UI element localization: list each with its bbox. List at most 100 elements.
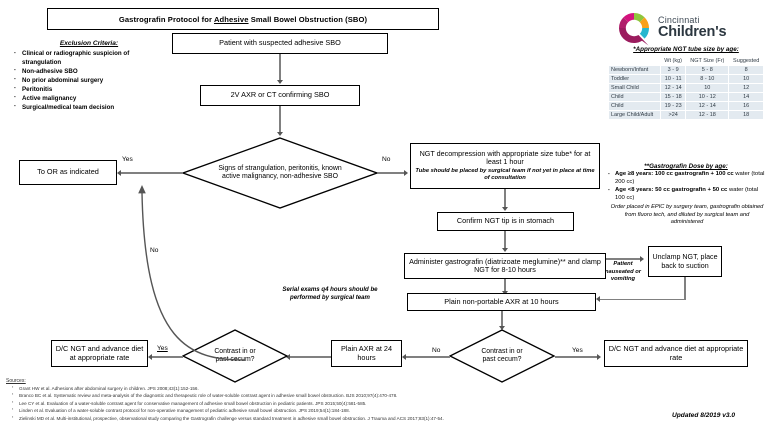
node-label: Plain AXR at 24 hours [340, 343, 393, 362]
node-label: NGT decompression with appropriate size … [419, 148, 591, 167]
ngt-table-wrap: Wt (kg) NGT Size (Fr) Suggested Newborn/… [607, 56, 764, 120]
table-cell: 10 [728, 74, 764, 84]
table-cell: 10 - 11 [660, 74, 687, 84]
table-row: Child 15 - 18 10 - 12 14 [607, 92, 764, 102]
node-axr-24-hours: Plain AXR at 24 hours [331, 340, 402, 367]
node-label: Confirm NGT tip is in stomach [456, 216, 555, 226]
table-cell: 8 [728, 65, 764, 75]
ngt-table-heading: *Appropriate NGT tube size by age: [633, 46, 739, 53]
connector-decision-to-or [121, 172, 183, 174]
connector-suspected-to-confirm [279, 54, 281, 82]
ngt-size-table: Wt (kg) NGT Size (Fr) Suggested Newborn/… [607, 56, 764, 120]
edge-label-no-loop: No [150, 247, 159, 254]
connector-ngt-to-tip [504, 189, 506, 209]
arrowhead-down [498, 326, 505, 330]
arrowhead-left [117, 169, 121, 176]
table-header-cell [607, 56, 662, 66]
list-item: Linden et al. Evaluation of a water-solu… [12, 407, 706, 414]
arrowhead-left [286, 353, 290, 360]
node-label: Plain non-portable AXR at 10 hours [444, 296, 559, 306]
table-cell: 18 [728, 110, 764, 120]
node-label: Unclamp NGT, place back to suction [652, 253, 718, 270]
list-item: Surgical/medical team decision [14, 103, 164, 113]
edge-label-yes-right: Yes [572, 347, 583, 354]
table-header-cell: NGT Size (Fr) [685, 56, 730, 66]
dose-rest: water (total 100 cc) [615, 186, 759, 201]
table-cell: 16 [728, 101, 764, 111]
table-cell: 12 - 14 [685, 101, 730, 111]
table-header-cell: Suggested [728, 56, 764, 66]
arrowhead-left [402, 353, 406, 360]
page-title: Gastrografin Protocol for Adhesive Small… [47, 8, 439, 30]
node-label: Administer gastrografin (diatrizoate meg… [409, 256, 601, 274]
connector-unclamp-down [684, 277, 686, 300]
list-item: Non-adhesive SBO [14, 67, 164, 77]
list-item: Branco BC et al. Systematic review and m… [12, 392, 706, 399]
connector-tip-to-administer [504, 231, 506, 250]
connector-decision1-yes [152, 356, 183, 358]
node-label: Patient with suspected adhesive SBO [219, 38, 341, 48]
edge-label-no-mid: No [432, 347, 441, 354]
node-confirm-ngt-tip: Confirm NGT tip is in stomach [437, 212, 574, 231]
connector-confirm-to-decision [279, 106, 281, 134]
connector-unclamp-to-axr10 [600, 298, 685, 300]
table-cell: 3 - 9 [660, 65, 687, 75]
connector-no-loop-to-or [138, 185, 246, 361]
dose-heading: **Gastrografin Dose by age: [644, 163, 728, 170]
diamond-shape [449, 329, 555, 383]
arrowhead-down [276, 132, 283, 136]
node-label: 2V AXR or CT confirming SBO [230, 90, 330, 100]
table-row: Small Child 12 - 14 10 12 [607, 83, 764, 93]
table-row: Child 19 - 23 12 - 14 16 [607, 101, 764, 111]
dose-block: Age ≥8 years: 100 cc gastrografin + 100 … [608, 171, 766, 227]
arrowhead-down [501, 207, 508, 211]
connector-decision2-no [406, 356, 450, 358]
table-cell: 12 [728, 83, 764, 93]
dose-list: Age ≥8 years: 100 cc gastrografin + 100 … [608, 171, 766, 203]
table-cell: Child [607, 101, 662, 111]
node-unclamp-ngt: Unclamp NGT, place back to suction [648, 246, 722, 277]
note-serial-exams: Serial exams q4 hours should be performe… [282, 286, 378, 301]
node-dc-ngt-left: D/C NGT and advance diet at appropriate … [51, 340, 148, 367]
connector-decision2-yes [555, 356, 599, 358]
diamond-shape [182, 329, 288, 383]
node-label: D/C NGT and advance diet at appropriate … [608, 343, 744, 362]
table-cell: Large Child/Adult [607, 110, 662, 120]
arrowhead-left [148, 353, 152, 360]
table-cell: 8 - 10 [685, 74, 730, 84]
table-row: Large Child/Adult >24 12 - 18 18 [607, 110, 764, 120]
table-cell: Newborn/Infant [607, 65, 662, 75]
dose-rest: water (total 200 cc) [615, 171, 765, 185]
connector-administer-to-axr10 [504, 279, 506, 293]
logo-line-1: Cincinnati [658, 14, 700, 25]
table-cell: 10 - 12 [685, 92, 730, 102]
cincinnati-childrens-logo: Cincinnati Children's [614, 8, 764, 48]
edge-label-yes-top: Yes [122, 156, 133, 163]
exclusion-criteria-list: Clinical or radiographic suspicion of st… [14, 50, 164, 113]
childrens-ring-icon [619, 13, 649, 46]
node-axr-10-hours: Plain non-portable AXR at 10 hours [407, 293, 596, 311]
diamond-shape [182, 137, 378, 209]
table-cell: Child [607, 92, 662, 102]
exclusion-criteria-heading: Exclusion Criteria: [59, 40, 119, 47]
title-underlined: Adhesive [213, 14, 249, 24]
arrowhead-down [501, 248, 508, 252]
table-cell: 5 - 8 [685, 65, 730, 75]
sources-list: Grant HW et al. Adhesions after abdomina… [12, 385, 706, 422]
dose-note: Order placed in EPIC by surgery team, ga… [610, 203, 764, 226]
edge-label-no-top: No [382, 156, 391, 163]
arrowhead-right [640, 255, 644, 262]
node-confirm-sbo: 2V AXR or CT confirming SBO [200, 85, 360, 106]
arrowhead-left [596, 296, 600, 302]
list-item: No prior abdominal surgery [14, 76, 164, 86]
table-cell: 14 [728, 92, 764, 102]
table-row: Newborn/Infant 3 - 9 5 - 8 8 [607, 65, 764, 75]
connector-axr10-to-decision2 [501, 311, 503, 328]
title-after: Small Bowel Obstruction (SBO) [248, 14, 368, 24]
node-to-or: To OR as indicated [19, 160, 117, 185]
node-dc-ngt-right: D/C NGT and advance diet at appropriate … [604, 340, 748, 367]
list-item: Lee CY et al. Evaluation of a water-solu… [12, 400, 706, 407]
node-sublabel: Tube should be placed by surgical team i… [415, 167, 595, 181]
list-item: Zielinski MD et al. Multi-institutional,… [12, 415, 706, 422]
dose-bold: Age <8 years: 50 cc gastrografin + 50 cc [615, 186, 728, 193]
